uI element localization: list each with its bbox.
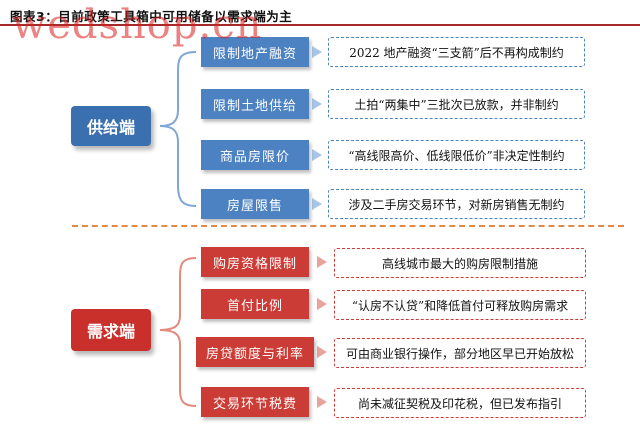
supply-description-4: 涉及二手房交易环节，对新房销售无制约 bbox=[328, 189, 585, 219]
demand-side-box: 需求端 bbox=[71, 309, 151, 351]
supply-arrow-2 bbox=[312, 98, 322, 110]
title-rule bbox=[0, 24, 640, 26]
supply-arrow-3 bbox=[312, 149, 322, 161]
supply-brace bbox=[159, 51, 197, 207]
supply-category-3: 商品房限价 bbox=[201, 140, 309, 170]
demand-category-3: 房贷额度与利率 bbox=[196, 337, 314, 367]
demand-arrow-1 bbox=[317, 256, 327, 268]
demand-arrow-4 bbox=[317, 396, 327, 408]
demand-arrow-2 bbox=[317, 298, 327, 310]
demand-description-3: 可由商业银行操作，部分地区早已开始放松 bbox=[334, 338, 586, 368]
supply-category-4: 房屋限售 bbox=[201, 189, 309, 219]
demand-brace bbox=[159, 257, 197, 407]
figure-title: 图表3：目前政策工具箱中可用储备以需求端为主 bbox=[10, 9, 293, 24]
supply-arrow-4 bbox=[312, 198, 322, 210]
demand-arrows bbox=[317, 256, 327, 408]
supply-description-3: “高线限高价、低线限低价”非决定性制约 bbox=[328, 140, 585, 170]
supply-arrow-1 bbox=[312, 46, 322, 58]
demand-category-2: 首付比例 bbox=[201, 289, 309, 319]
demand-category-4: 交易环节税费 bbox=[201, 387, 309, 417]
supply-description-1: 2022 地产融资“三支箭”后不再构成制约 bbox=[328, 37, 585, 67]
supply-category-2: 限制土地供给 bbox=[201, 89, 309, 119]
demand-description-4: 尚未减征契税及印花税，但已发布指引 bbox=[334, 388, 586, 418]
demand-category-1: 购房资格限制 bbox=[201, 247, 309, 277]
section-divider bbox=[72, 225, 624, 227]
supply-description-2: 土拍“两集中”三批次已放款，并非制约 bbox=[328, 89, 585, 119]
supply-arrows bbox=[312, 46, 322, 210]
demand-description-1: 高线城市最大的购房限制措施 bbox=[334, 248, 586, 278]
supply-side-box: 供给端 bbox=[71, 106, 151, 146]
demand-description-2: “认房不认贷”和降低首付可释放购房需求 bbox=[334, 290, 586, 320]
supply-category-1: 限制地产融资 bbox=[201, 37, 309, 67]
demand-arrow-3 bbox=[317, 346, 327, 358]
